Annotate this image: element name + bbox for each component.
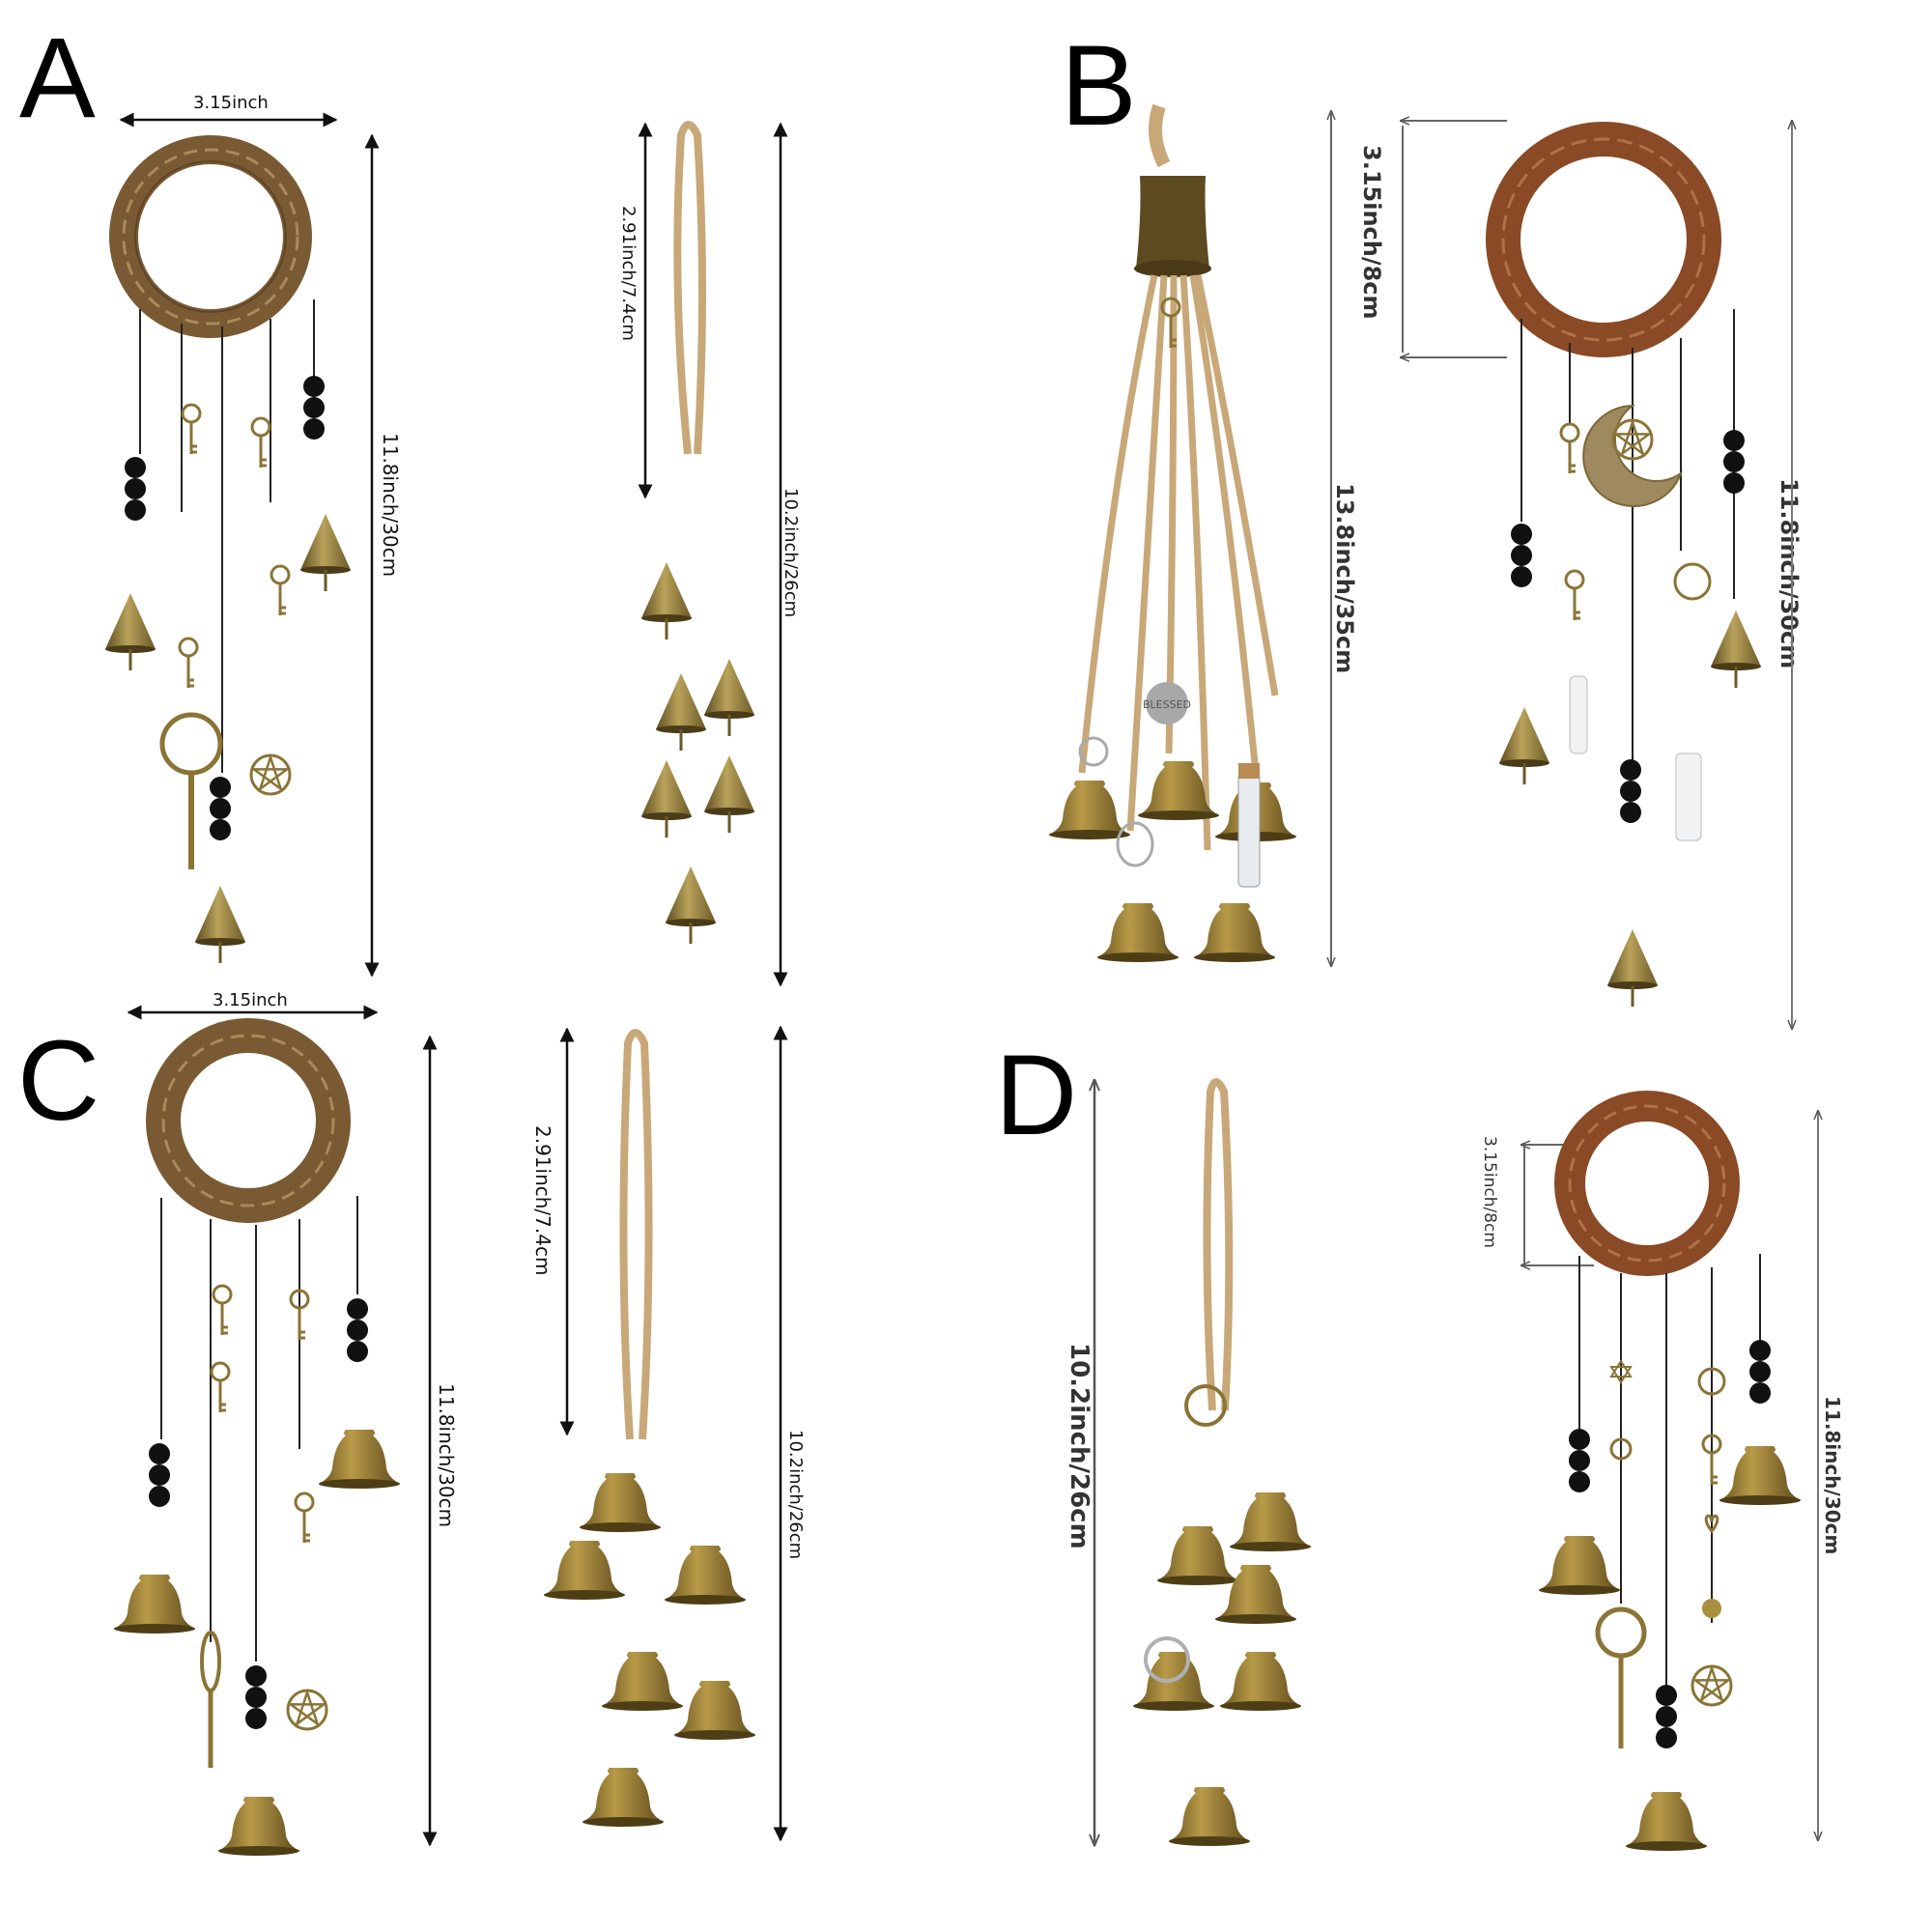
dimension-wreath-height-d: 11.8inch/30cm [1821, 1396, 1844, 1555]
blessed-tag-text: BLESSED [1143, 698, 1191, 711]
dimension-height-a: 11.8inch/30cm [379, 433, 402, 578]
panel-b: BLESSED [1049, 103, 1792, 1029]
panel-label-c: C [17, 1017, 100, 1145]
dimension-height-c: 11.8inch/30cm [435, 1383, 458, 1528]
panel-label-b: B [1061, 22, 1137, 150]
dimension-loop-a: 2.91inch/7.4cm [618, 206, 639, 341]
dimension-width-a: 3.15inch [193, 93, 269, 113]
dimension-wreath-b: 3.15inch/8cm [1358, 145, 1385, 320]
dimension-bellstring-c: 10.2inch/26cm [785, 1430, 806, 1560]
panel-c [114, 1005, 788, 1856]
panel-d [1094, 1078, 1818, 1851]
dimension-wreath-d: 3.15inch/8cm [1480, 1136, 1499, 1248]
panel-label-d: D [995, 1032, 1078, 1159]
dimension-loop-c: 2.91inch/7.4cm [531, 1125, 554, 1276]
dimension-height-d: 10.2inch/26cm [1065, 1343, 1094, 1549]
panel-label-a: A [19, 14, 96, 142]
panel-a [105, 112, 788, 987]
